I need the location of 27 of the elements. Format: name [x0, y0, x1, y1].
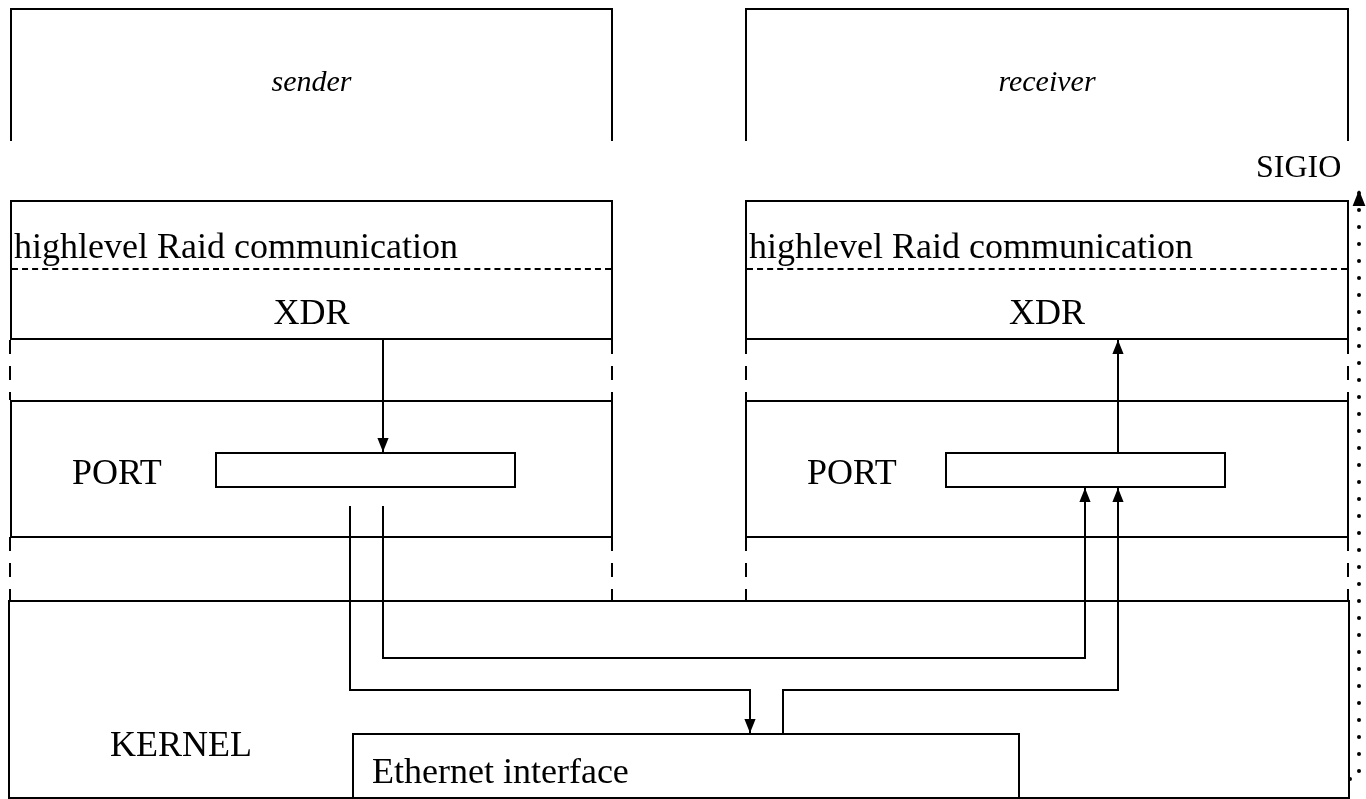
process-label: sender: [270, 66, 353, 96]
layer-box: [745, 200, 1349, 340]
process-box: [10, 8, 613, 141]
interface-label: Ethernet interface: [372, 753, 629, 789]
layer-box: [10, 200, 613, 340]
interface-box: [352, 733, 1020, 799]
port-buffer: [215, 452, 516, 488]
arrow: [782, 487, 1124, 734]
layer-label: XDR: [1008, 294, 1086, 330]
layer-title: highlevel Raid communication: [749, 228, 1193, 264]
kernel-box: [8, 600, 1350, 799]
port-label: PORT: [807, 454, 897, 490]
arrow: [382, 487, 1091, 659]
process-label: receiver: [997, 66, 1097, 96]
layer-title: highlevel Raid communication: [14, 228, 458, 264]
dotted-arrow: [1348, 188, 1366, 781]
arrow: [1112, 339, 1124, 453]
arrow: [377, 339, 389, 453]
port-buffer: [945, 452, 1226, 488]
layer-label: XDR: [272, 294, 351, 330]
process-box: [745, 8, 1349, 141]
layer-label: KERNEL: [110, 726, 252, 762]
layer-box: [10, 400, 613, 538]
signal-label: SIGIO: [1256, 148, 1342, 184]
layer-box: [745, 400, 1349, 538]
arrow: [349, 505, 756, 734]
port-label: PORT: [72, 454, 162, 490]
